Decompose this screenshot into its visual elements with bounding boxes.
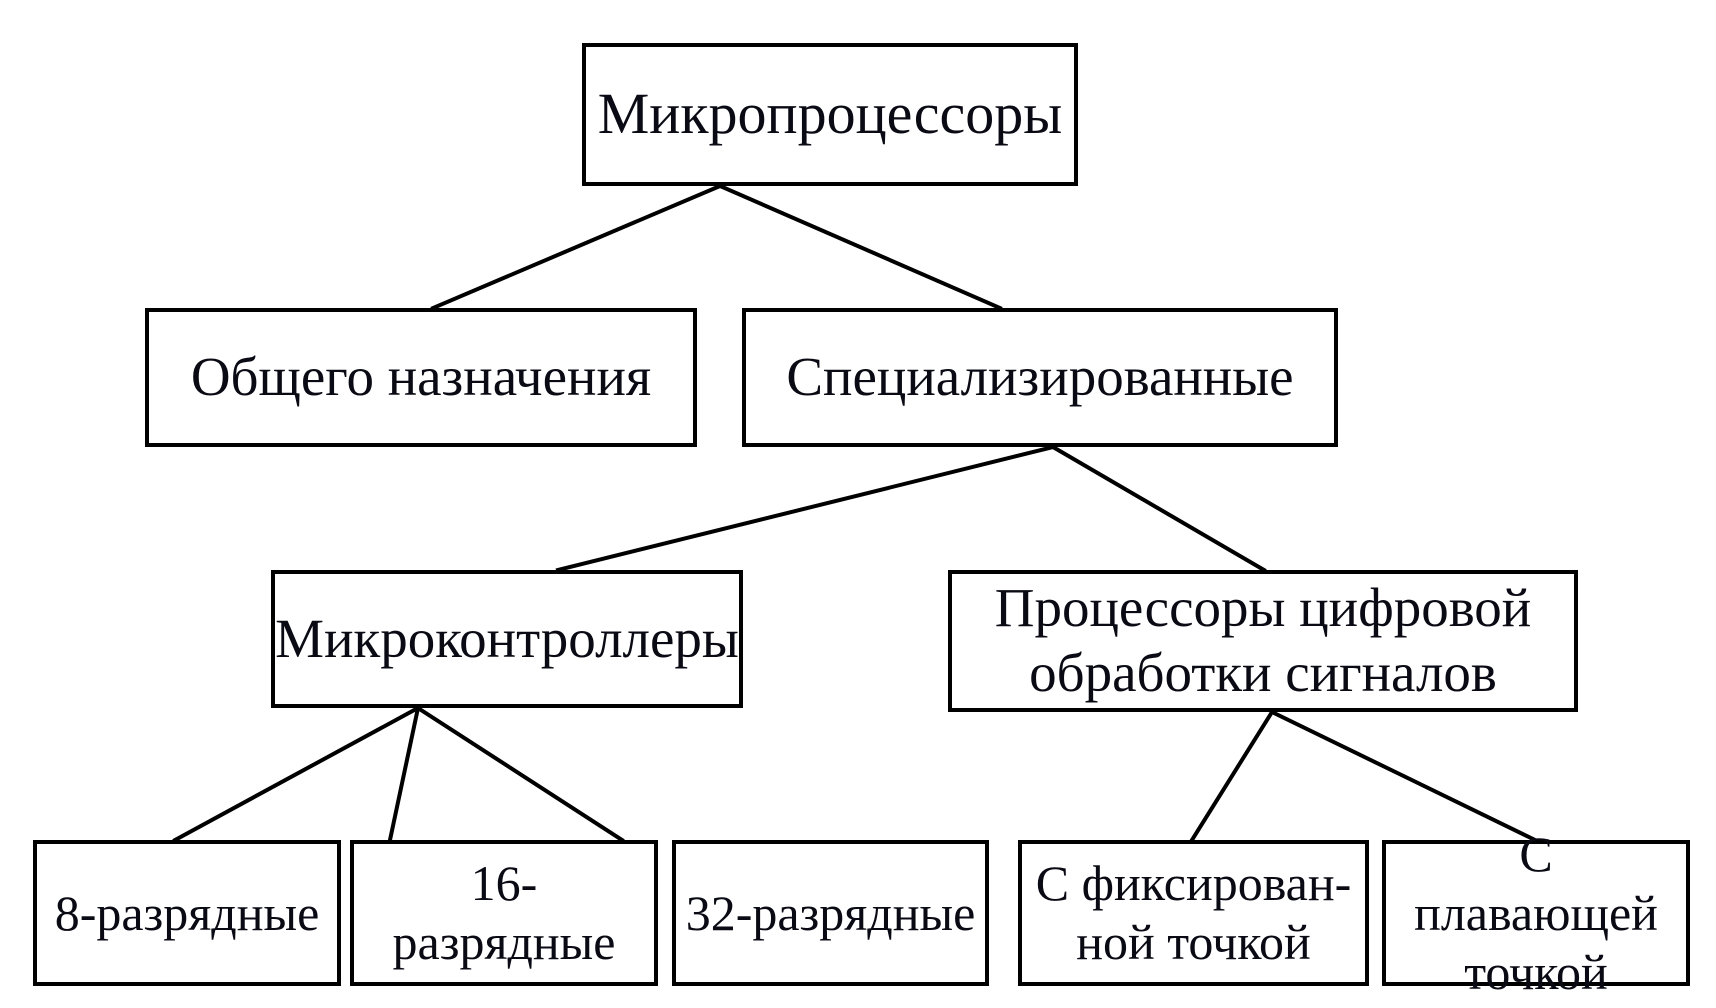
node-label: Микропроцессоры: [597, 81, 1063, 147]
node-label: Микроконтроллеры: [275, 607, 739, 669]
edge-specialized-to-mcu: [555, 444, 1056, 573]
node-fixed-point[interactable]: С фиксирован- ной точкой: [1018, 840, 1369, 986]
edge-mcu-to-bit16: [387, 705, 421, 843]
node-label: Специализированные: [786, 346, 1294, 408]
edge-root-to-specialized: [717, 183, 1003, 311]
node-microcontrollers[interactable]: Микроконтроллеры: [271, 570, 743, 708]
node-microprocessors[interactable]: Микропроцессоры: [582, 43, 1078, 186]
node-label: Процессоры цифровой обработки сигналов: [994, 577, 1532, 703]
edge-specialized-to-dsp: [1050, 444, 1267, 573]
edge-mcu-to-bit8: [172, 705, 421, 843]
node-label: 32-разрядные: [685, 884, 976, 941]
node-dsp[interactable]: Процессоры цифровой обработки сигналов: [948, 570, 1578, 712]
edge-dsp-to-float-point: [1269, 709, 1538, 843]
node-label: 8-разрядные: [54, 884, 320, 941]
node-32-bit[interactable]: 32-разрядные: [672, 840, 989, 986]
edge-dsp-to-fixed-point: [1189, 709, 1275, 843]
node-label: Общего назначения: [190, 346, 652, 408]
node-label: С плавающей точкой: [1414, 825, 1658, 1000]
edge-mcu-to-bit32: [415, 705, 625, 843]
node-floating-point[interactable]: С плавающей точкой: [1382, 826, 1690, 1000]
node-label: 16-разрядные: [392, 855, 616, 970]
edge-root-to-general: [430, 183, 723, 311]
node-general-purpose[interactable]: Общего назначения: [145, 308, 697, 447]
node-label: С фиксирован- ной точкой: [1035, 855, 1352, 970]
node-8-bit[interactable]: 8-разрядные: [33, 840, 341, 986]
node-specialized[interactable]: Специализированные: [742, 308, 1338, 447]
node-16-bit[interactable]: 16-разрядные: [350, 840, 658, 986]
